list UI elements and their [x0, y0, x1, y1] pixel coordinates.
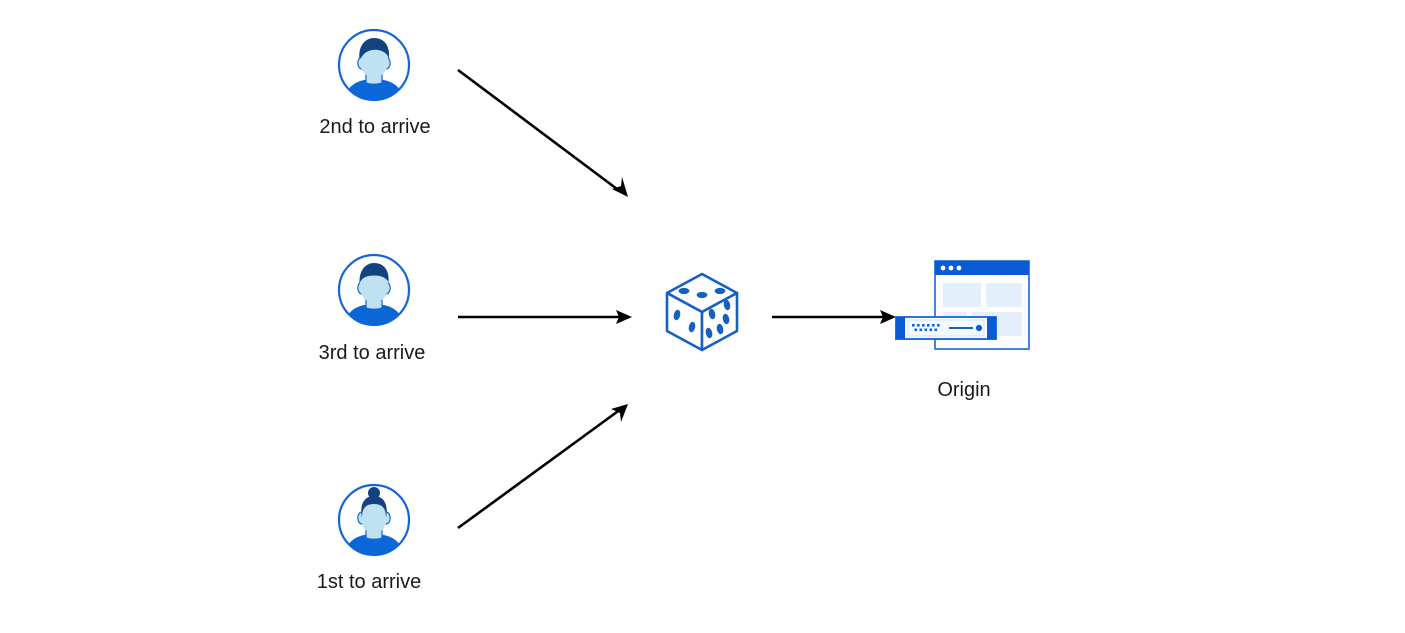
- user-avatar-icon: [337, 483, 411, 557]
- edge-1st-to-dice: [457, 404, 628, 530]
- label-client-1st: 1st to arrive: [316, 571, 422, 593]
- edge-2nd-to-dice: [457, 68, 628, 197]
- edge-dice-to-origin: [772, 310, 896, 324]
- server-device-icon: [895, 316, 997, 340]
- avatar-client-2nd: [336, 27, 412, 103]
- edge-3rd-to-dice: [458, 310, 632, 324]
- user-avatar-icon: [337, 28, 411, 102]
- label-origin: Origin: [937, 379, 991, 401]
- user-avatar-icon: [337, 253, 411, 327]
- label-client-3rd: 3rd to arrive: [318, 342, 426, 364]
- avatar-client-1st: [336, 482, 412, 558]
- dice-node: [663, 271, 741, 353]
- dice-cube-icon: [665, 272, 739, 352]
- avatar-client-3rd: [336, 252, 412, 328]
- label-client-2nd: 2nd to arrive: [319, 116, 431, 138]
- origin-server-icon: [895, 260, 1030, 350]
- origin-node: [893, 257, 1033, 362]
